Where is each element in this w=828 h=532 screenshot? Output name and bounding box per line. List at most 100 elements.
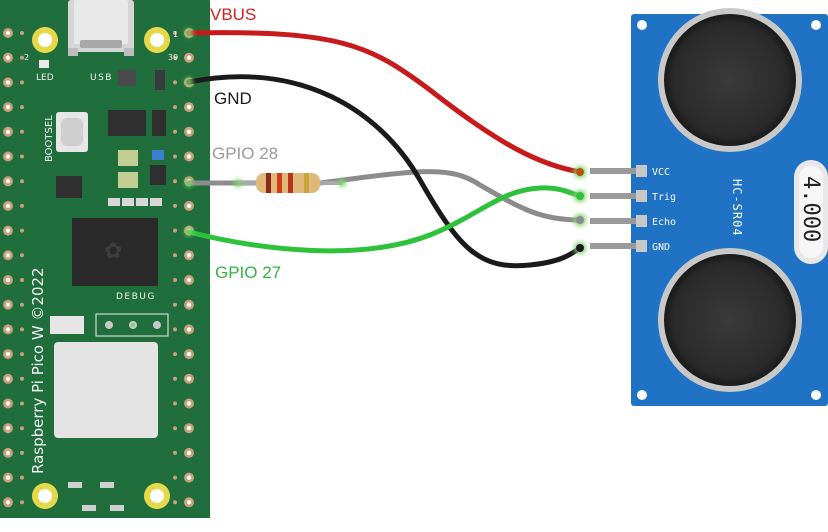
left-pin-trace	[20, 55, 24, 60]
sensor-pin-gnd-label: GND	[652, 242, 670, 253]
left-pin-trace	[20, 426, 24, 431]
left-pin-hole	[5, 80, 11, 85]
right-pin-trace	[173, 80, 177, 85]
left-pin-trace	[20, 475, 24, 480]
left-pin-trace	[20, 105, 24, 110]
right-pin-trace	[173, 129, 177, 134]
left-pin-hole	[5, 450, 11, 456]
wire-gnd[interactable]	[186, 74, 583, 269]
crystal-label: 4.000	[798, 176, 823, 242]
pin-39-label: 39	[168, 53, 178, 62]
left-pin-trace	[20, 352, 24, 357]
wire-vbus[interactable]	[186, 30, 583, 175]
right-pin-hole	[186, 450, 192, 456]
wireless-module	[54, 342, 158, 438]
raspberry-logo-icon: ✿	[104, 238, 122, 263]
left-pin-hole	[5, 475, 11, 480]
resistor	[238, 173, 342, 193]
left-pin-trace	[20, 450, 24, 455]
rp2040-chip: ✿	[72, 218, 158, 286]
right-pin-hole	[186, 55, 192, 60]
right-pin-trace	[173, 228, 177, 233]
vbus-label: VBUS	[210, 5, 256, 24]
led-label: LED	[36, 73, 54, 83]
left-pin-hole	[5, 30, 11, 36]
left-pin-hole	[5, 154, 11, 159]
pico-board: LED USB 1 2 39 BOOTSEL ✿ DEBUG	[0, 0, 210, 518]
wires	[185, 29, 586, 269]
pin-1-label: 1	[173, 30, 178, 39]
right-pin-trace	[173, 376, 177, 381]
right-pin-hole	[186, 154, 192, 159]
left-pin-hole	[5, 302, 11, 307]
right-pin-trace	[173, 302, 177, 307]
left-pin-trace	[20, 253, 24, 258]
right-pin-hole	[186, 426, 192, 431]
right-pin-hole	[186, 376, 192, 381]
left-pin-trace	[20, 179, 24, 184]
right-pin-hole	[186, 351, 192, 357]
left-pin-trace	[20, 228, 24, 233]
left-pin-hole	[5, 179, 11, 184]
right-pin-trace	[173, 278, 177, 282]
bootsel-label: BOOTSEL	[44, 115, 55, 162]
right-pin-hole	[186, 104, 192, 110]
board-name: Raspberry Pi Pico W ©2022	[29, 267, 47, 474]
left-pin-trace	[20, 278, 24, 282]
left-pin-hole	[5, 228, 11, 233]
right-pin-hole	[186, 253, 192, 258]
right-pin-trace	[173, 179, 177, 184]
left-pin-trace	[20, 401, 24, 406]
led-indicator	[39, 60, 49, 68]
wire-gpio28[interactable]	[186, 169, 583, 223]
gnd-label: GND	[214, 89, 252, 108]
right-pin-trace	[173, 401, 177, 406]
left-pin-trace	[20, 80, 24, 85]
left-pin-hole	[5, 327, 11, 332]
right-pin-trace	[173, 327, 177, 332]
right-pin-trace	[173, 500, 177, 505]
left-pin-hole	[5, 426, 11, 431]
left-pin-trace	[20, 31, 24, 35]
right-pin-trace	[173, 105, 177, 110]
left-pin-hole	[5, 253, 11, 258]
left-pin-trace	[20, 129, 24, 134]
sensor-pin-echo-label: Echo	[652, 217, 676, 228]
right-pin-hole	[186, 500, 192, 505]
left-pin-trace	[20, 154, 24, 159]
transducer-top	[658, 8, 802, 152]
left-pin-trace	[20, 327, 24, 332]
right-pin-hole	[186, 277, 192, 283]
right-pin-trace	[173, 352, 177, 357]
debug-label: DEBUG	[116, 292, 156, 302]
left-pin-hole	[5, 277, 11, 283]
gpio28-label: GPIO 28	[212, 144, 278, 163]
right-pin-hole	[186, 203, 192, 209]
left-pin-trace	[20, 376, 24, 381]
debug-header	[95, 313, 169, 337]
sensor-pin-trig-label: Trig	[652, 192, 676, 203]
transducer-bottom	[658, 248, 802, 392]
right-pin-trace	[173, 475, 177, 480]
wire-gpio27[interactable]	[186, 185, 583, 254]
right-pin-hole	[186, 129, 192, 134]
crystal-oscillator: 4.000	[794, 160, 828, 264]
usb-connector	[68, 0, 134, 56]
sensor-model: HC-SR04	[730, 179, 744, 237]
left-pin-hole	[5, 500, 11, 505]
right-pin-trace	[173, 426, 177, 431]
gpio27-label: GPIO 27	[215, 263, 281, 282]
right-pin-trace	[173, 55, 177, 60]
left-pin-trace	[20, 203, 24, 208]
sensor-pin-header	[590, 165, 647, 252]
left-pin-trace	[20, 500, 24, 505]
left-pin-hole	[5, 401, 11, 406]
left-pin-hole	[5, 55, 11, 60]
right-pin-hole	[186, 475, 192, 480]
left-pin-hole	[5, 376, 11, 381]
bootsel-button[interactable]	[56, 112, 88, 152]
left-pin-column	[3, 28, 24, 508]
right-pin-hole	[186, 327, 192, 332]
right-pin-hole	[186, 302, 192, 307]
